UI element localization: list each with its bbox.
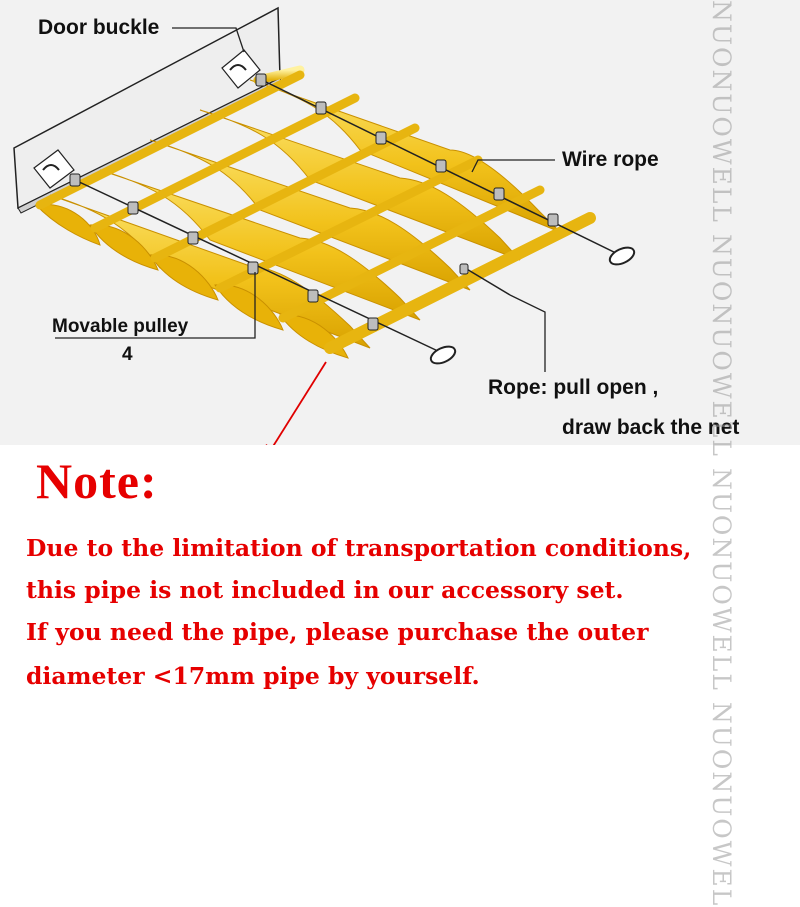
note-title: Note: xyxy=(36,453,158,509)
note-line-3: If you need the pipe, please purchase th… xyxy=(26,618,649,646)
door-buckle-top xyxy=(221,49,261,89)
watermark-text: NUONUOWELL NUONUOWELL NUONUOWELL NUONUOW… xyxy=(707,0,736,907)
note-line-2: this pipe is not included in our accesso… xyxy=(26,576,624,604)
rope-ring-right xyxy=(608,246,636,266)
label-wire-rope: Wire rope xyxy=(562,148,659,171)
note-line-1: Due to the limitation of transportation … xyxy=(26,534,692,562)
rope-ring-bottom xyxy=(429,345,457,365)
red-arrow xyxy=(265,361,327,445)
canopy-folds xyxy=(34,79,561,359)
leader-rope xyxy=(509,294,546,372)
door-buckle-bottom xyxy=(33,149,75,189)
leader-movable-pulley xyxy=(55,272,256,339)
label-pulley-count: 4 xyxy=(122,344,133,365)
brand-watermark: NUONUOWELL NUONUOWELL NUONUOWELL NUONUOW… xyxy=(707,0,738,907)
label-rope-line1: Rope: pull open , xyxy=(488,376,659,399)
label-movable-pulley: Movable pulley xyxy=(52,316,189,337)
pull-rope xyxy=(464,267,511,296)
leader-door-buckle xyxy=(172,27,245,53)
shade-canopy-diagram: Door buckle Wire rope Movable pulley 4 R… xyxy=(0,0,800,445)
label-door-buckle: Door buckle xyxy=(38,16,160,39)
label-rope-line2: draw back the net xyxy=(562,416,740,439)
note-line-4: diameter <17mm pipe by yourself. xyxy=(26,662,480,690)
pulleys xyxy=(69,73,559,331)
canopy-illustration xyxy=(13,6,636,445)
leader-wire-rope xyxy=(471,159,555,173)
